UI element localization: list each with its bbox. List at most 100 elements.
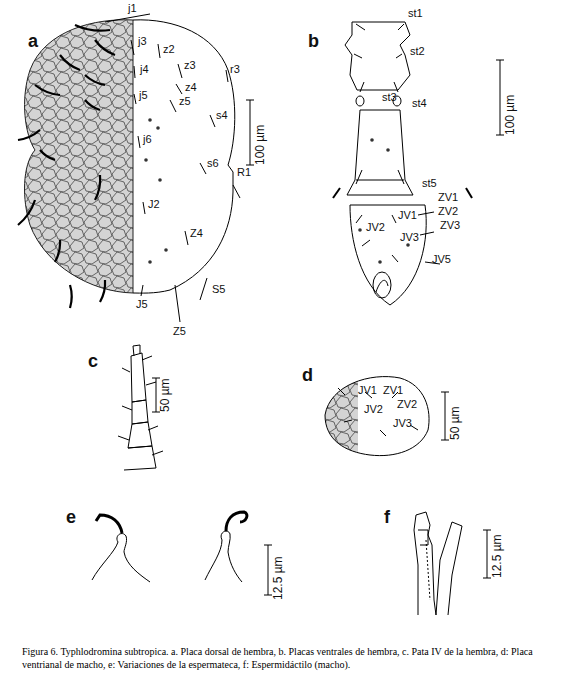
scale-bar	[250, 100, 251, 165]
scale-tick	[496, 60, 504, 61]
seta	[418, 212, 434, 215]
scale-tick	[246, 165, 254, 166]
metasternal-plate	[356, 96, 364, 106]
spermatodactyl	[414, 512, 436, 615]
seta-label: j6	[143, 134, 152, 145]
seta	[380, 430, 386, 436]
seta-label: st5	[422, 178, 437, 189]
pore	[406, 243, 410, 247]
anus-detail	[376, 280, 388, 292]
ventrianal-shield	[350, 205, 426, 305]
pore	[144, 158, 148, 162]
leg-claw	[133, 345, 140, 356]
seta	[143, 202, 145, 214]
pore	[386, 148, 390, 152]
seta-label: j4	[140, 64, 149, 75]
seta	[40, 150, 55, 160]
seta	[200, 163, 206, 174]
seta-label: J5	[136, 299, 148, 310]
pore	[148, 260, 152, 264]
scale-bar	[156, 378, 157, 412]
pore	[148, 118, 152, 122]
seta	[85, 100, 100, 110]
stigma	[466, 188, 472, 198]
seta-label: JV3	[400, 232, 419, 243]
seta	[75, 25, 110, 31]
seta	[85, 75, 105, 85]
seta	[362, 240, 370, 246]
pore	[158, 178, 162, 182]
leg-genu	[128, 422, 152, 448]
seta-label: ZV3	[440, 220, 460, 231]
pore	[156, 126, 160, 130]
seta-label: Z4	[190, 228, 203, 239]
seta	[105, 14, 150, 22]
seta	[356, 215, 362, 223]
seta	[176, 84, 182, 94]
seta-label: ZV2	[397, 399, 417, 410]
scale-tick	[483, 530, 491, 531]
anus	[373, 272, 391, 298]
seta-label: R1	[237, 167, 251, 178]
male-ventrianal-reticulation	[325, 377, 358, 456]
seta	[148, 426, 158, 430]
dorsal-shield-left	[25, 20, 133, 293]
seta	[392, 255, 398, 262]
seta	[134, 94, 136, 104]
leg-femur	[124, 446, 156, 470]
seta	[178, 64, 182, 78]
seta	[394, 82, 398, 92]
seta-label: j5	[139, 90, 148, 101]
seta	[18, 130, 40, 140]
seta-label: ZV2	[438, 206, 458, 217]
scale-bar	[487, 530, 488, 578]
leg-tarsus	[131, 353, 146, 402]
seta	[392, 215, 396, 223]
scale-label: 50 µm	[449, 406, 461, 440]
seta-label: ZV1	[438, 192, 458, 203]
seta	[344, 420, 352, 422]
seta-label: JV3	[393, 418, 412, 429]
seta-label: J2	[148, 199, 160, 210]
seta-label: j1	[128, 3, 137, 14]
panel-letter: c	[88, 352, 98, 370]
seta	[60, 55, 80, 70]
scale-tick	[496, 135, 504, 136]
panel-letter: a	[28, 32, 38, 50]
scale-tick	[441, 440, 449, 441]
scale-bar	[445, 392, 446, 440]
seta	[95, 175, 100, 200]
dorsal-shield-right	[133, 20, 235, 293]
stigma	[333, 188, 340, 198]
seta	[122, 406, 132, 410]
seta-label: st2	[410, 46, 425, 57]
seta-label: s6	[207, 158, 219, 169]
seta	[338, 388, 345, 395]
seta	[138, 136, 140, 148]
panel-letter: f	[384, 508, 390, 526]
seta	[152, 451, 163, 455]
seta-label: JV2	[366, 222, 385, 233]
seta	[134, 66, 135, 78]
seta	[170, 100, 176, 112]
spermatheca-duct	[226, 512, 247, 531]
seta-label: r3	[230, 64, 240, 75]
spermatodactyl-foot	[418, 530, 428, 545]
pore	[358, 228, 362, 232]
seta-label: j3	[138, 36, 147, 47]
seta	[420, 232, 434, 235]
seta	[131, 40, 134, 55]
seta	[146, 382, 156, 385]
seta	[18, 200, 35, 225]
scale-tick	[264, 595, 272, 596]
seta	[226, 70, 228, 82]
seta-label: JV1	[358, 385, 377, 396]
seta	[185, 231, 188, 245]
pore	[378, 260, 382, 264]
seta	[70, 285, 72, 308]
male-ventrianal-shield	[325, 377, 429, 456]
scale-tick	[483, 578, 491, 579]
genital-line	[356, 180, 404, 181]
scale-tick	[441, 392, 449, 393]
